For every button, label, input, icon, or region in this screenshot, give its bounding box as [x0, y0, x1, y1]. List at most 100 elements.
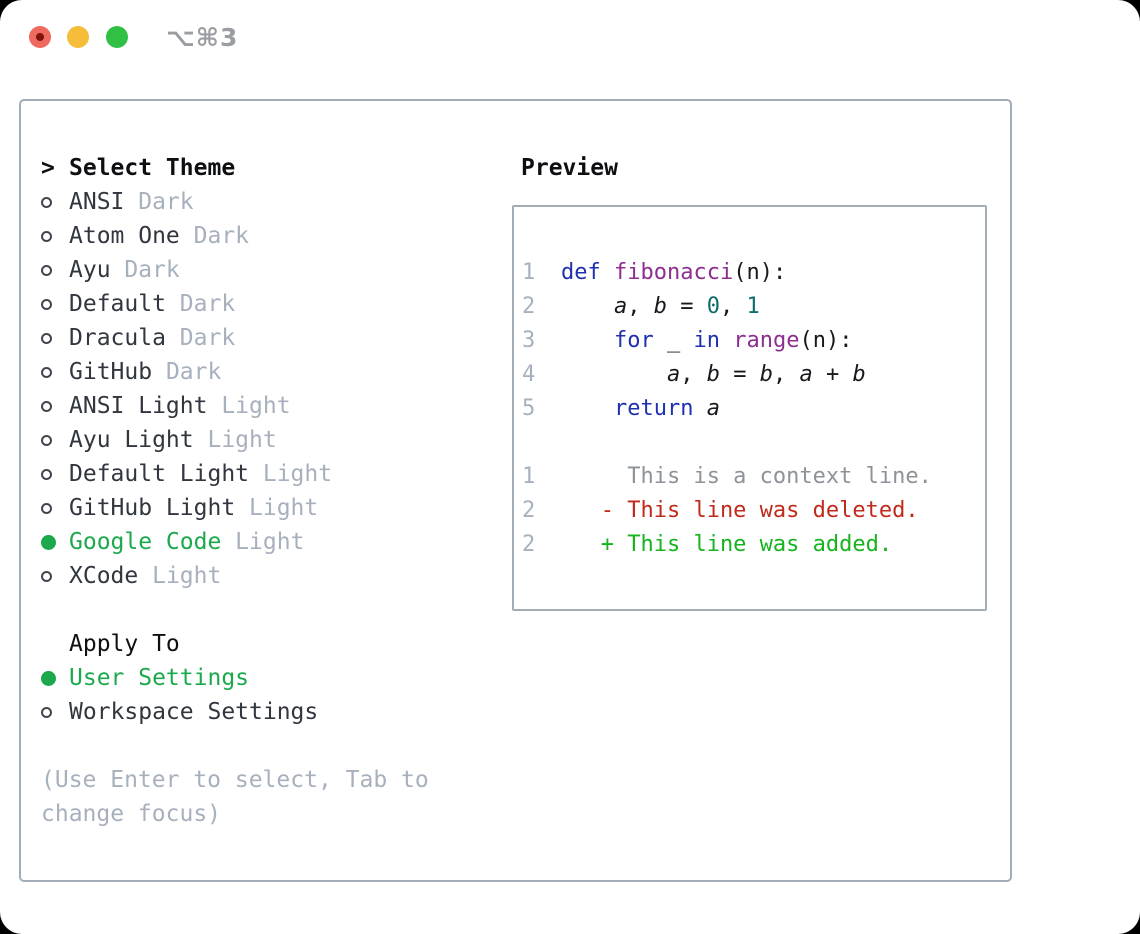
code-text: return a [561, 396, 720, 421]
apply-to-option[interactable]: Workspace Settings [41, 695, 491, 729]
code-line: 5 return a [514, 391, 985, 425]
code-token: , [772, 361, 800, 387]
theme-option[interactable]: ANSI Light Light [41, 389, 491, 423]
radio-icon [41, 298, 69, 310]
line-number: 2 [522, 497, 536, 523]
theme-variant-label: Light [221, 529, 305, 555]
code-token: in [693, 327, 720, 353]
theme-name: Ayu Light [69, 427, 194, 453]
code-token: , [627, 293, 654, 319]
code-token: b [759, 361, 773, 387]
code-token: a [613, 293, 628, 319]
spacer [514, 425, 985, 459]
theme-name: ANSI Light [69, 393, 208, 419]
diff-preview: 1 This is a context line.2 - This line w… [514, 459, 985, 561]
code-token [561, 294, 614, 319]
line-number: 3 [522, 327, 536, 353]
code-token: 1 [746, 293, 760, 319]
code-token: + [812, 361, 853, 387]
theme-option[interactable]: Default Light Light [41, 457, 491, 491]
code-token: , [680, 361, 707, 387]
radio-selected-icon [41, 670, 69, 686]
code-token: def [561, 259, 601, 285]
close-button[interactable] [29, 26, 51, 48]
radio-icon [41, 196, 69, 208]
line-number: 1 [522, 259, 536, 285]
diff-text: - This line was deleted. [561, 497, 919, 523]
line-number: 5 [522, 395, 536, 421]
code-token: for [613, 327, 654, 353]
window-shortcut-label: ⌥⌘3 [166, 23, 239, 52]
code-token: 0 [706, 293, 720, 319]
theme-variant-label: Dark [110, 257, 180, 283]
radio-icon [41, 434, 69, 446]
theme-variant-label: Dark [165, 325, 236, 351]
theme-variant-label: Light [138, 563, 222, 589]
radio-icon [41, 230, 69, 242]
spacer [41, 729, 491, 763]
diff-line-added: 2 + This line was added. [514, 527, 985, 561]
theme-option[interactable]: GitHub Dark [41, 355, 491, 389]
radio-icon [41, 264, 69, 276]
theme-list-title: Select Theme [69, 155, 236, 181]
theme-option[interactable]: Google Code Light [41, 525, 491, 559]
code-token [561, 328, 614, 353]
theme-option[interactable]: Ayu Light Light [41, 423, 491, 457]
code-token [601, 260, 614, 285]
code-token: = [719, 361, 760, 387]
theme-name: XCode [69, 563, 139, 589]
apply-to-option[interactable]: User Settings [41, 661, 491, 695]
theme-variant-label: Dark [179, 223, 250, 249]
theme-option[interactable]: Ayu Dark [41, 253, 491, 287]
theme-name: ANSI [69, 189, 125, 215]
minimize-button[interactable] [67, 26, 89, 48]
zoom-button[interactable] [106, 26, 128, 48]
apply-to-label: User Settings [69, 665, 250, 691]
line-number: 2 [522, 293, 536, 319]
theme-variant-label: Light [193, 427, 277, 453]
close-modified-dot-icon [36, 33, 44, 41]
diff-line-deleted: 2 - This line was deleted. [514, 493, 985, 527]
code-token [561, 396, 614, 421]
code-text: a, b = b, a + b [561, 362, 866, 387]
radio-selected-icon [41, 534, 69, 550]
line-number: 4 [522, 361, 536, 387]
preview-title: Preview [521, 155, 618, 181]
code-token: b [653, 293, 667, 319]
radio-icon [41, 400, 69, 412]
theme-variant-label: Dark [124, 189, 194, 215]
code-token: a [666, 361, 681, 387]
theme-option[interactable]: GitHub Light Light [41, 491, 491, 525]
diff-line-context: 1 This is a context line. [514, 459, 985, 493]
theme-option[interactable]: XCode Light [41, 559, 491, 593]
theme-option[interactable]: Default Dark [41, 287, 491, 321]
theme-option[interactable]: ANSI Dark [41, 185, 491, 219]
prompt-icon: > [41, 155, 55, 181]
theme-variant-label: Dark [152, 359, 222, 385]
theme-name: Default Light [69, 461, 250, 487]
apply-to-label: Workspace Settings [69, 699, 319, 725]
diff-text: + This line was added. [561, 531, 893, 557]
theme-option[interactable]: Atom One Dark [41, 219, 491, 253]
code-token [561, 362, 667, 387]
code-line: 4 a, b = b, a + b [514, 357, 985, 391]
code-token: range [733, 327, 800, 353]
code-token: a [706, 395, 720, 421]
code-token: a [799, 361, 813, 387]
theme-name: GitHub Light [69, 495, 236, 521]
theme-option[interactable]: Dracula Dark [41, 321, 491, 355]
apply-to-title: Apply To [69, 631, 180, 657]
code-token: _ [653, 327, 694, 353]
code-token: fibonacci [614, 259, 734, 285]
line-number: 1 [522, 463, 536, 489]
code-token: b [706, 361, 720, 387]
hint-text: (Use Enter to select, Tab to change focu… [41, 767, 429, 827]
line-number: 2 [522, 531, 536, 557]
code-token [693, 396, 706, 421]
